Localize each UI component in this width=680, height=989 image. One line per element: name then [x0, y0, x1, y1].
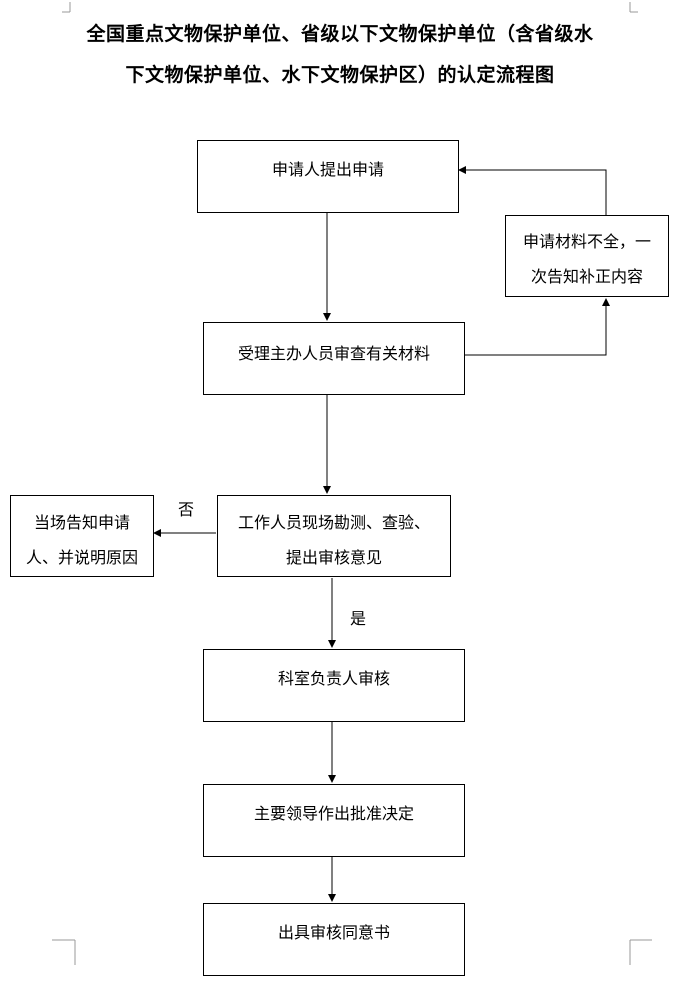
node-section-head-label: 科室负责人审核 [277, 669, 390, 688]
arrow-review-to-incomplete [464, 298, 610, 356]
node-reject-label-1: 当场告知申请 [33, 513, 130, 532]
node-leader-decision: 主要领导作出批准决定 [203, 784, 465, 857]
arrow-incomplete-to-apply [458, 166, 607, 215]
page-title-line-1: 全国重点文物保护单位、省级以下文物保护单位（含省级水 [86, 23, 594, 45]
node-incomplete-label-1: 申请材料不全，一 [522, 232, 651, 251]
node-section-head-review: 科室负责人审核 [203, 649, 465, 722]
node-reject-label-2: 人、并说明原因 [25, 548, 138, 567]
node-review-label: 受理主办人员审查有关材料 [237, 344, 430, 363]
node-site-survey: 工作人员现场勘测、查验、 提出审核意见 [217, 495, 451, 577]
node-incomplete-label-2: 次告知补正内容 [530, 267, 643, 286]
node-leader-label: 主要领导作出批准决定 [253, 804, 414, 823]
node-survey-label-1: 工作人员现场勘测、查验、 [237, 513, 430, 532]
node-issue-certificate: 出具审核同意书 [203, 903, 465, 976]
node-survey-label-2: 提出审核意见 [285, 548, 382, 567]
node-reject-notify: 当场告知申请 人、并说明原因 [10, 495, 154, 577]
node-apply-label: 申请人提出申请 [271, 160, 384, 179]
edge-label-yes: 是 [350, 609, 367, 628]
edge-label-no: 否 [178, 500, 195, 519]
node-review: 受理主办人员审查有关材料 [203, 322, 465, 395]
page-title-line-2: 下文物保护单位、水下文物保护区）的认定流程图 [125, 64, 555, 86]
node-apply: 申请人提出申请 [197, 140, 459, 213]
node-certificate-label: 出具审核同意书 [277, 923, 390, 942]
node-incomplete-materials: 申请材料不全，一 次告知补正内容 [505, 215, 669, 297]
